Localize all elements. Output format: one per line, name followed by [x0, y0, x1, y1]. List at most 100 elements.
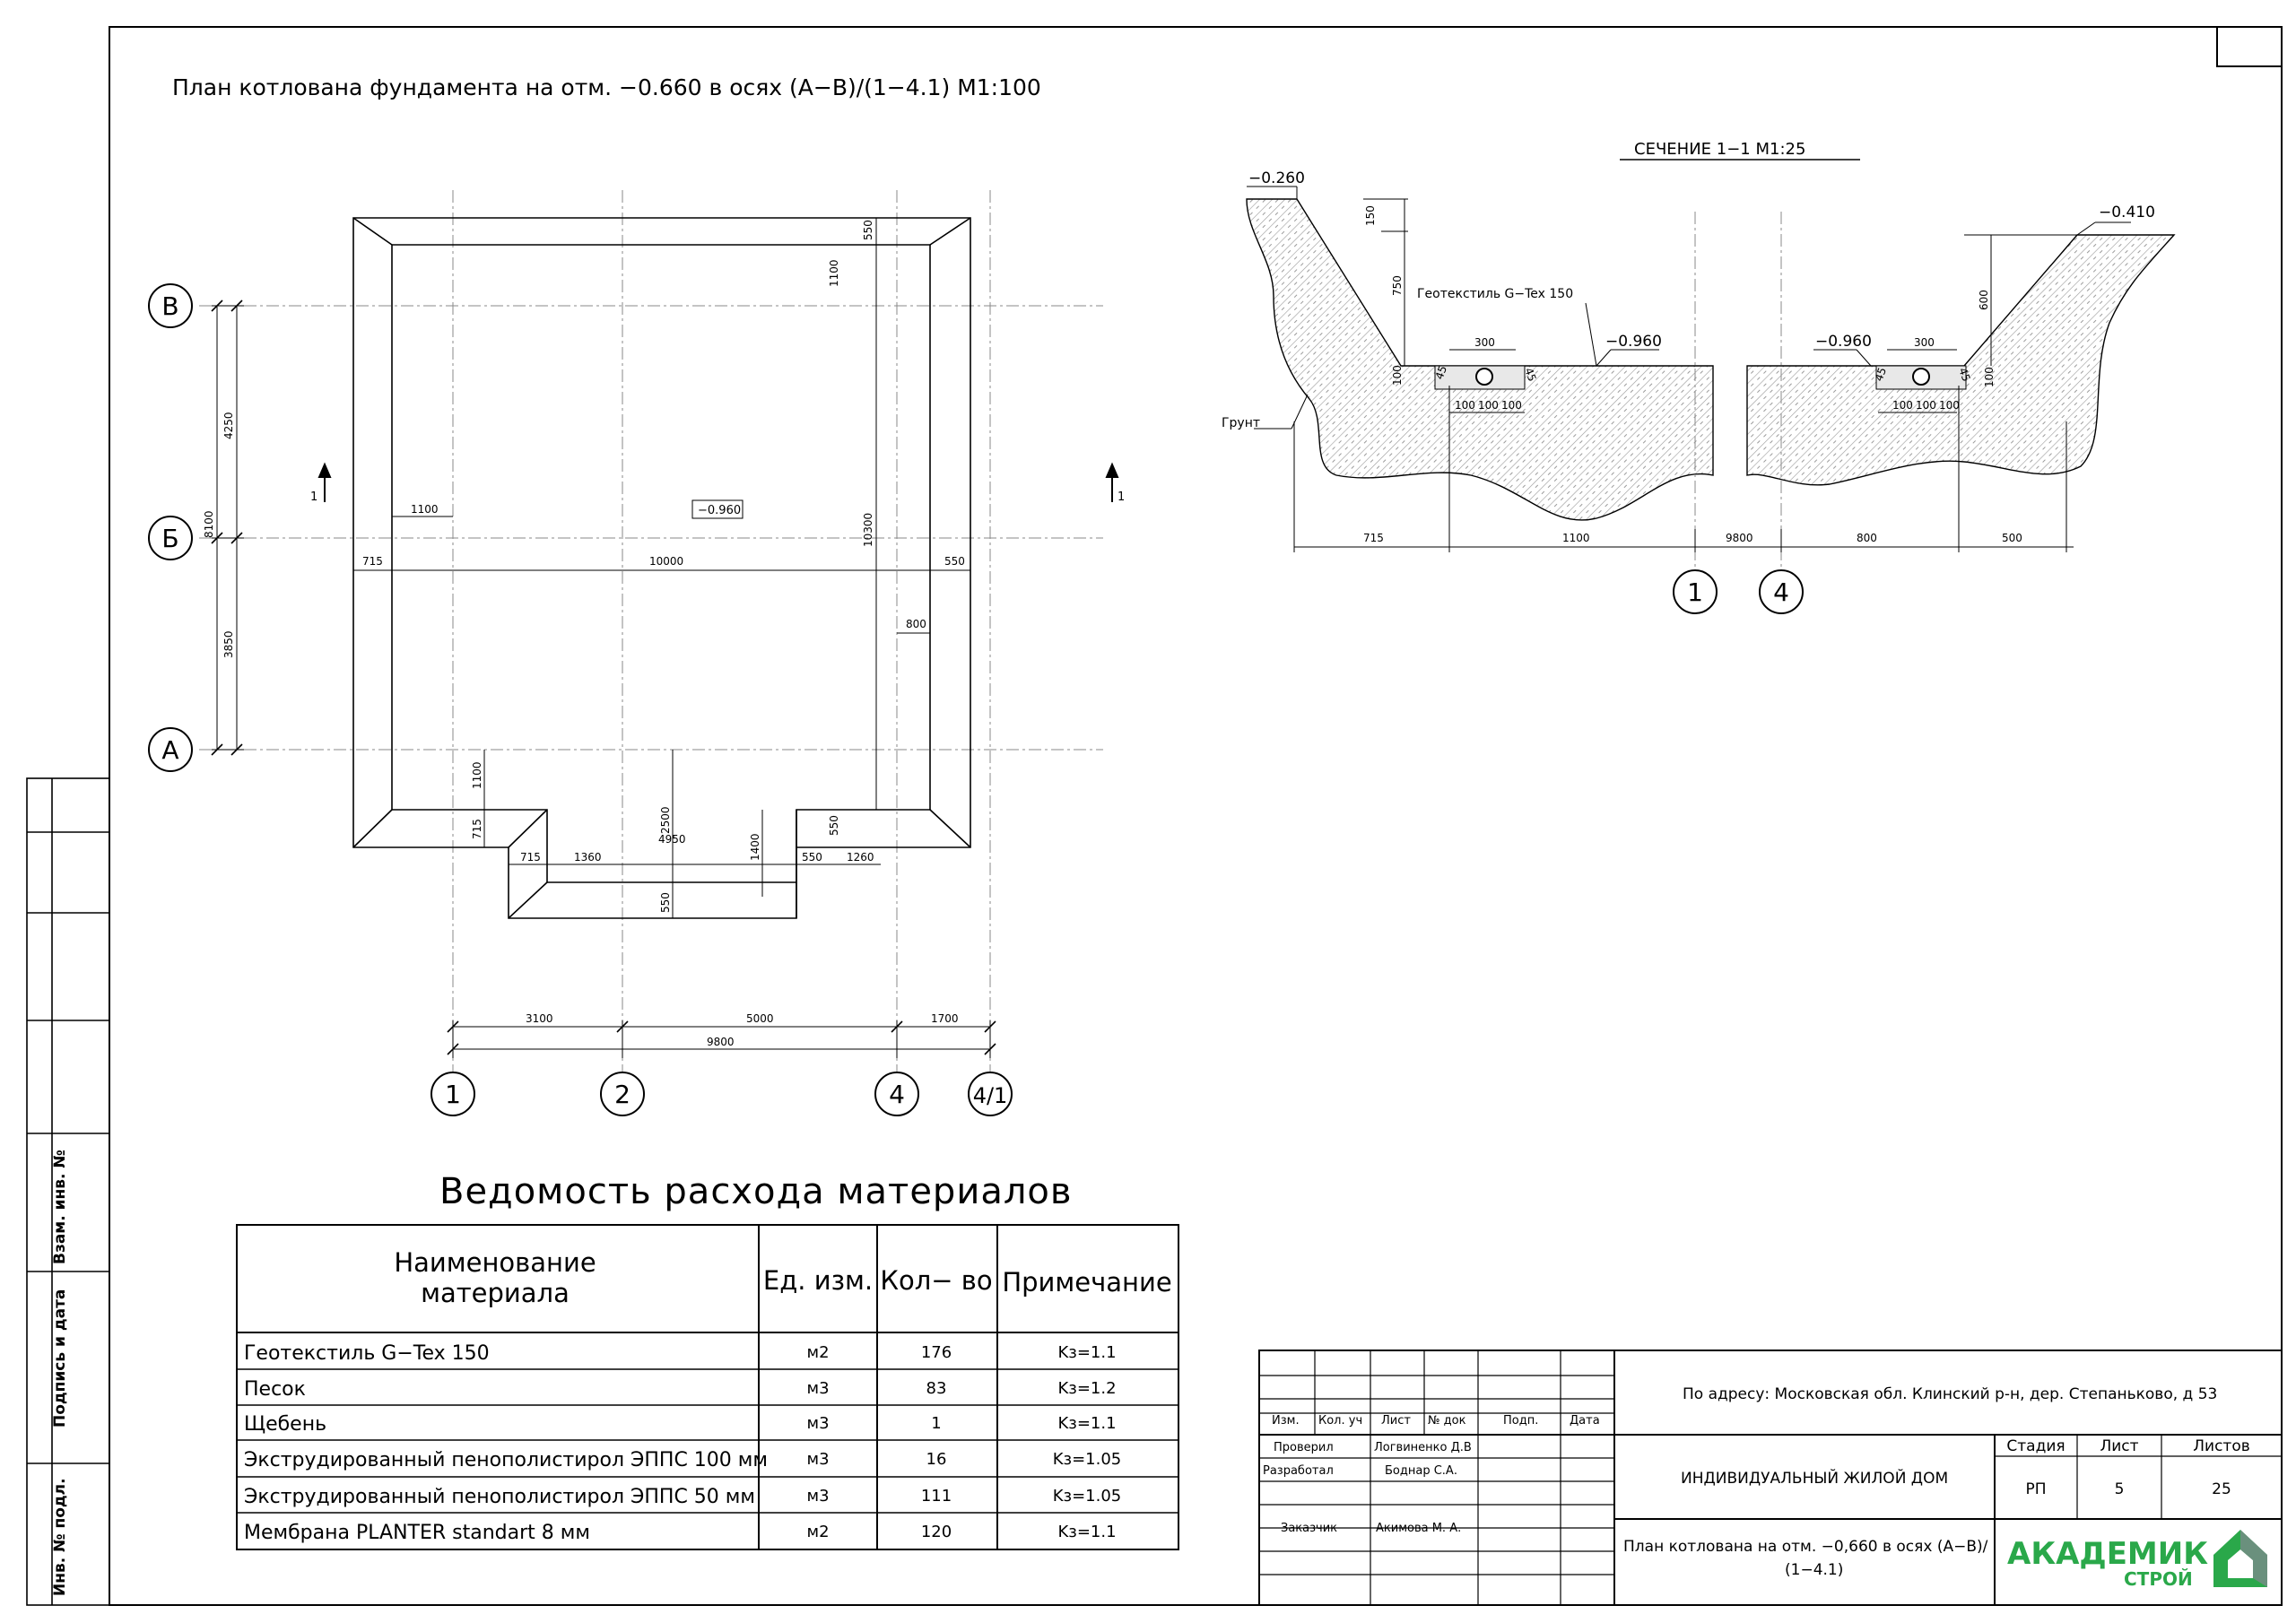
section-title: СЕЧЕНИЕ 1−1 М1:25	[1634, 140, 1805, 159]
dim-550-b: 550	[802, 851, 822, 864]
materials-row-name: Экструдированный пенополистирол ЭППС 50 …	[244, 1486, 755, 1508]
materials-row-qty: 176	[921, 1343, 952, 1362]
plan-axis-lines	[199, 190, 1103, 1076]
materials-row-unit: м2	[806, 1523, 829, 1541]
stamp-name-developed: Боднар С.А.	[1385, 1464, 1457, 1478]
house-icon-shade	[2240, 1530, 2267, 1587]
stamp-object: ИНДИВИДУАЛЬНЫЙ ЖИЛОЙ ДОМ	[1681, 1468, 1948, 1488]
section-level-left: −0.260	[1248, 169, 1305, 187]
materials-row-name: Щебень	[244, 1413, 326, 1436]
section-axis-bubble-4: 4	[1759, 569, 1804, 614]
table-row: Экструдированный пенополистирол ЭППС 50 …	[244, 1486, 1121, 1508]
section-level-right: −0.410	[2099, 204, 2155, 221]
drain-pipe-right	[1875, 365, 1967, 390]
dim-10300: 10300	[862, 513, 874, 547]
dim-10000: 10000	[649, 555, 683, 568]
axis-label-a: А	[161, 735, 178, 765]
dim-715-b: 715	[520, 851, 541, 864]
materials-row-unit: м2	[806, 1343, 829, 1362]
logo-sub-text: СТРОЙ	[2124, 1568, 2193, 1590]
section-marker-left	[317, 462, 332, 502]
axis-label-v: В	[161, 291, 178, 321]
stamp-sheet-label: Лист	[2100, 1437, 2138, 1455]
section-soil-label: Грунт	[1222, 416, 1260, 430]
pit-outline	[352, 217, 971, 919]
sdim-1100: 1100	[1562, 532, 1590, 544]
dim-3100: 3100	[526, 1012, 553, 1025]
materials-header-unit: Ед. изм.	[763, 1265, 873, 1296]
axis-label-b: Б	[161, 524, 178, 553]
stamp-header-change: Изм.	[1272, 1414, 1300, 1428]
sdim-100-f: 100	[1939, 399, 1960, 412]
dim-9800: 9800	[707, 1036, 735, 1048]
stamp-sheet-title-line1: План котлована на отм. −0,660 в осях (А−…	[1623, 1538, 1988, 1556]
dim-4950: 4950	[658, 833, 686, 846]
materials-row-qty: 111	[921, 1487, 952, 1506]
stamp-sheet-title-line2: (1−4.1)	[1785, 1561, 1843, 1579]
dim-550-step: 550	[828, 815, 840, 836]
sdim-600: 600	[1978, 290, 1990, 310]
sdim-150: 150	[1364, 205, 1377, 226]
section-geotextile-label: Геотекстиль G−Tex 150	[1417, 287, 1573, 301]
materials-table-grid	[236, 1224, 1179, 1550]
axis-bubble-col-4-1: 4/1	[968, 1072, 1013, 1116]
dim-715-left: 715	[362, 555, 383, 568]
dim-1260: 1260	[847, 851, 874, 864]
table-row: Экструдированный пенополистирол ЭППС 100…	[244, 1449, 1121, 1471]
logo-main-text: АКАДЕМИК	[2007, 1536, 2208, 1572]
section-marker-right	[1105, 462, 1119, 502]
materials-row-unit: м3	[806, 1379, 829, 1398]
materials-row-unit: м3	[806, 1414, 829, 1433]
materials-title: Ведомость расхода материалов	[439, 1171, 1072, 1212]
sdim-300-left: 300	[1474, 336, 1495, 349]
materials-row-qty: 83	[926, 1379, 947, 1398]
materials-row-qty: 1	[931, 1414, 941, 1433]
stamp-role-customer: Заказчик	[1281, 1522, 1337, 1535]
sdim-750: 750	[1391, 275, 1404, 296]
materials-header-note: Примечание	[1002, 1267, 1171, 1298]
sdim-100-right: 100	[1983, 367, 1996, 387]
sdim-45-left2: 45	[1522, 366, 1538, 383]
dim-550-top: 550	[862, 220, 874, 240]
section-axis-bubble-1: 1	[1673, 569, 1718, 614]
sdim-100-b: 100	[1478, 399, 1499, 412]
sdim-100-e: 100	[1916, 399, 1936, 412]
section-level-bottom-left: −0.960	[1605, 333, 1662, 351]
side-stamp-signature: Подпись и дата	[51, 1289, 69, 1428]
section-axis-label-1: 1	[1687, 577, 1703, 607]
materials-row-unit: м3	[806, 1487, 829, 1506]
materials-row-note: Kз=1.1	[1057, 1414, 1116, 1433]
sdim-500: 500	[2002, 532, 2022, 544]
stamp-role-checked: Проверил	[1274, 1441, 1334, 1454]
side-stamp-replacement: Взам. инв. №	[51, 1150, 69, 1264]
table-row: Мембрана PLANTER standart 8 мм м2 120 Kз…	[244, 1522, 1117, 1544]
materials-row-qty: 16	[926, 1450, 947, 1469]
soil-right	[1746, 234, 2176, 486]
axis-label-col-1: 1	[445, 1080, 461, 1109]
table-row: Щебень м3 1 Kз=1.1	[244, 1413, 1117, 1436]
dim-2500: 2500	[659, 806, 672, 834]
axis-bubble-col-1: 1	[430, 1072, 475, 1116]
sdim-9800: 9800	[1726, 532, 1753, 544]
stamp-header-count: Кол. уч	[1318, 1414, 1362, 1428]
stamp-address: По адресу: Московская обл. Клинский р-н,…	[1683, 1385, 2217, 1403]
sdim-45-right: 45	[1873, 366, 1889, 383]
dim-550-bottom: 550	[659, 892, 672, 913]
materials-row-note: Kз=1.2	[1057, 1379, 1116, 1398]
dim-1360: 1360	[574, 851, 602, 864]
stamp-stage-label: Стадия	[2006, 1437, 2065, 1455]
plan-dimension-lines	[212, 218, 991, 1058]
sdim-45-left: 45	[1433, 364, 1449, 381]
title-block-grid	[1258, 1350, 2283, 1606]
section-marker-right-label: 1	[1118, 490, 1125, 504]
section-axis-lines	[1694, 212, 1782, 574]
stamp-sheet-title: План котлована на отм. −0,660 в осях (А−…	[1623, 1538, 1993, 1579]
materials-row-name: Мембрана PLANTER standart 8 мм	[244, 1522, 590, 1544]
company-logo: АКАДЕМИК СТРОЙ	[2007, 1530, 2267, 1590]
dim-800: 800	[906, 618, 926, 630]
dim-5000: 5000	[746, 1012, 774, 1025]
axis-bubble-col-4: 4	[874, 1072, 919, 1116]
materials-row-name: Песок	[244, 1378, 306, 1401]
axis-bubble-row-a: А	[148, 727, 193, 772]
